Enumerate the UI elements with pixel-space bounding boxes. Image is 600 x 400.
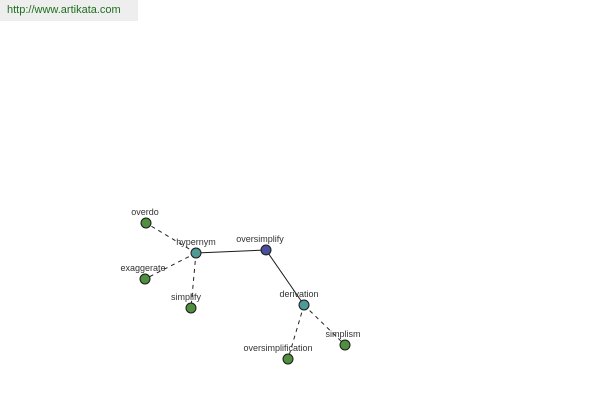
edge-derivation-oversimplification (287, 304, 305, 360)
node-oversimplification[interactable]: oversimplification (243, 343, 313, 365)
edge-derivation-simplism (303, 304, 346, 346)
node-label-oversimplify[interactable]: oversimplify (236, 234, 284, 244)
edge-hypernym-exaggerate (144, 252, 197, 280)
node-layer: oversimplify hypernym derivation overdo exag… (120, 207, 361, 365)
site-url-link[interactable]: http://www.artikata.com (0, 0, 138, 21)
node-dot-overdo[interactable] (140, 217, 152, 229)
node-simplify[interactable]: simplify (171, 292, 202, 314)
edge-layer (144, 222, 346, 360)
node-exaggerate[interactable]: exaggerate (120, 263, 166, 285)
node-overdo[interactable]: overdo (131, 207, 159, 229)
node-label-hypernym[interactable]: hypernym (176, 237, 216, 247)
edge-hypernym-simplify (190, 252, 197, 309)
node-oversimplify[interactable]: oversimplify (236, 234, 284, 256)
node-dot-oversimplify[interactable] (260, 244, 272, 256)
node-label-exaggerate[interactable]: exaggerate (120, 263, 165, 273)
node-derivation[interactable]: derivation (279, 289, 319, 311)
edge-hypernym-overdo (145, 222, 197, 254)
node-dot-hypernym[interactable] (190, 247, 202, 259)
node-hypernym[interactable]: hypernym (176, 237, 216, 259)
node-label-simplism[interactable]: simplism (326, 329, 361, 339)
node-label-overdo[interactable]: overdo (131, 207, 159, 217)
node-label-simplify[interactable]: simplify (171, 292, 202, 302)
edge-oversimplify-hypernym (195, 249, 267, 254)
node-dot-exaggerate[interactable] (139, 273, 151, 285)
node-simplism[interactable]: simplism (326, 329, 361, 351)
node-dot-derivation[interactable] (298, 299, 310, 311)
node-dot-oversimplification[interactable] (282, 353, 294, 365)
node-label-oversimplification[interactable]: oversimplification (243, 343, 312, 353)
node-dot-simplism[interactable] (339, 339, 351, 351)
node-label-derivation[interactable]: derivation (279, 289, 318, 299)
node-dot-simplify[interactable] (185, 302, 197, 314)
edge-oversimplify-derivation (265, 249, 305, 306)
